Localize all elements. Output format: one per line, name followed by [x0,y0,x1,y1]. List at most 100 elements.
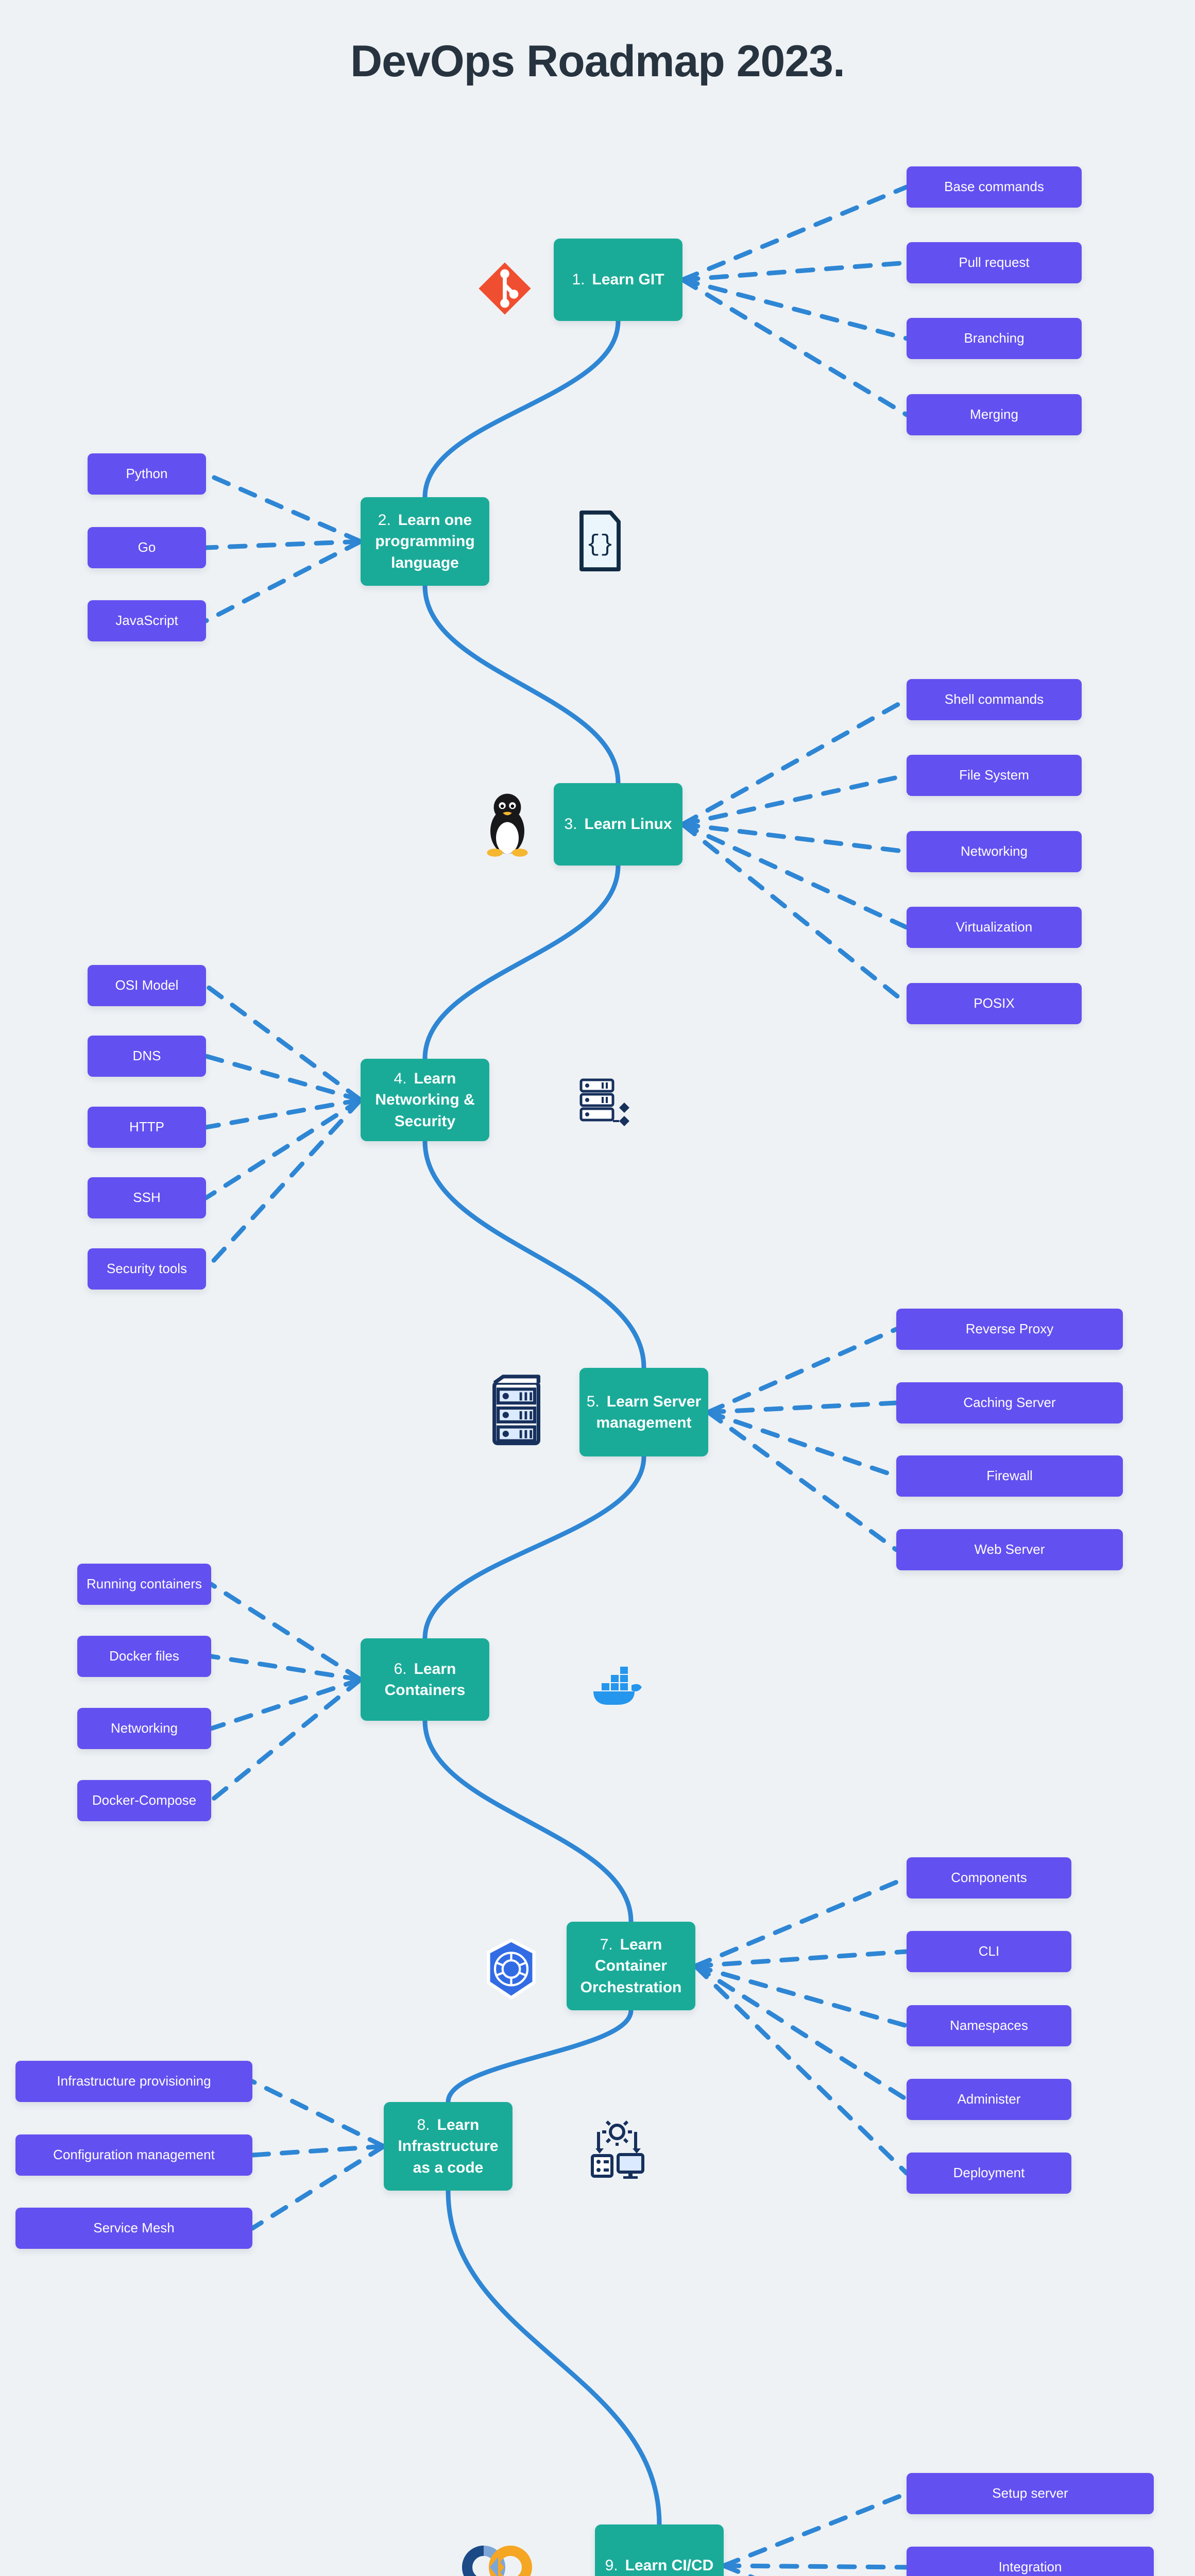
leaf-label: Deployment [953,2165,1025,2181]
leaf-node-3-5[interactable]: POSIX [907,983,1082,1024]
leaf-node-7-3[interactable]: Namespaces [907,2005,1071,2046]
docker-whale-icon [587,1654,644,1710]
leaf-node-5-1[interactable]: Reverse Proxy [896,1309,1123,1350]
step-number: 9. [605,2557,618,2574]
step-label: Learn Containers [384,1660,466,1699]
server-rack-icon [489,1374,546,1445]
leaf-node-4-4[interactable]: SSH [88,1177,206,1218]
leaf-node-3-1[interactable]: Shell commands [907,679,1082,720]
leaf-node-6-4[interactable]: Docker-Compose [77,1780,211,1821]
leaf-node-9-2[interactable]: Integration [907,2547,1154,2576]
leaf-node-8-1[interactable]: Infrastructure provisioning [15,2061,252,2102]
leaf-node-6-3[interactable]: Networking [77,1708,211,1749]
step-label: Learn Linux [584,816,672,833]
leaf-label: Pull request [959,255,1030,270]
step-number: 7. [600,1936,613,1953]
main-node-step-5[interactable]: 5.Learn Server management [579,1368,708,1456]
leaf-label: Go [138,539,156,555]
leaf-node-1-3[interactable]: Branching [907,318,1082,359]
leaf-node-7-1[interactable]: Components [907,1857,1071,1899]
step-number: 8. [417,2116,430,2133]
main-node-step-3[interactable]: 3. Learn Linux [554,783,682,866]
main-node-step-2[interactable]: 2.Learn one programming language [361,497,489,586]
leaf-label: JavaScript [115,613,178,629]
leaf-label: File System [959,767,1029,783]
code-braces-icon: {} [577,510,623,572]
leaf-label: Networking [960,843,1028,859]
leaf-label: Branching [964,330,1025,346]
step-label: Learn CI/CD [625,2557,714,2574]
leaf-node-3-3[interactable]: Networking [907,831,1082,872]
leaf-label: Running containers [86,1576,202,1592]
devops-infinity-icon [461,2537,533,2576]
step-number: 2. [378,511,391,529]
leaf-node-8-3[interactable]: Service Mesh [15,2208,252,2249]
leaf-node-3-4[interactable]: Virtualization [907,907,1082,948]
leaf-label: Docker files [109,1648,179,1664]
leaf-label: Docker-Compose [92,1792,197,1808]
leaf-node-1-2[interactable]: Pull request [907,242,1082,283]
leaf-label: Networking [110,1720,178,1736]
leaf-node-6-1[interactable]: Running containers [77,1564,211,1605]
main-node-step-7[interactable]: 7.Learn Container Orchestration [567,1922,695,2010]
leaf-node-4-2[interactable]: DNS [88,1036,206,1077]
leaf-node-8-2[interactable]: Configuration management [15,2134,252,2176]
leaf-label: DNS [132,1048,161,1064]
leaf-label: Web Server [974,1541,1045,1557]
svg-text:{}: {} [586,532,614,558]
leaf-label: Components [951,1870,1027,1886]
linux-penguin-icon [479,793,536,857]
leaf-node-5-4[interactable]: Web Server [896,1529,1123,1570]
leaf-label: POSIX [974,995,1015,1011]
leaf-label: Shell commands [944,691,1044,707]
leaf-label: Security tools [106,1261,187,1277]
leaf-node-6-2[interactable]: Docker files [77,1636,211,1677]
leaf-node-7-4[interactable]: Administer [907,2079,1071,2120]
step-label: Learn Infrastructure as a code [398,2116,499,2176]
leaf-label: OSI Model [115,977,179,993]
leaf-label: Firewall [986,1468,1033,1484]
leaf-node-1-4[interactable]: Merging [907,394,1082,435]
leaf-node-4-1[interactable]: OSI Model [88,965,206,1006]
leaf-label: Virtualization [955,919,1033,935]
kubernetes-helm-icon [484,1938,538,2000]
leaf-label: Service Mesh [93,2220,175,2236]
step-number: 4. [394,1070,407,1087]
step-number: 6. [394,1660,407,1677]
leaf-label: Base commands [944,179,1044,195]
leaf-node-4-5[interactable]: Security tools [88,1248,206,1290]
leaf-node-5-2[interactable]: Caching Server [896,1382,1123,1423]
step-label: Learn Networking & Security [375,1070,475,1130]
leaf-node-4-3[interactable]: HTTP [88,1107,206,1148]
leaf-node-1-1[interactable]: Base commands [907,166,1082,208]
leaf-label: Configuration management [53,2147,215,2163]
git-logo-icon [476,260,533,317]
leaf-node-2-1[interactable]: Python [88,453,206,495]
infrastructure-gear-icon [587,2117,646,2179]
leaf-node-2-2[interactable]: Go [88,527,206,568]
leaf-node-9-1[interactable]: Setup server [907,2473,1154,2514]
main-node-step-6[interactable]: 6.Learn Containers [361,1638,489,1721]
leaf-label: Merging [970,406,1018,422]
page-title: DevOps Roadmap 2023. [350,37,845,86]
leaf-node-7-2[interactable]: CLI [907,1931,1071,1972]
leaf-label: Infrastructure provisioning [57,2073,211,2089]
leaf-node-3-2[interactable]: File System [907,755,1082,796]
step-number: 1. [572,271,585,289]
leaf-label: HTTP [129,1119,164,1135]
leaf-node-2-3[interactable]: JavaScript [88,600,206,641]
leaf-label: Integration [998,2559,1062,2575]
leaf-label: CLI [978,1943,1000,1959]
main-node-step-9[interactable]: 9. Learn CI/CD [595,2524,724,2576]
step-label: Learn one programming language [375,511,475,571]
main-node-step-1[interactable]: 1.Learn GIT [554,239,682,321]
step-number: 3. [564,816,577,833]
main-node-step-4[interactable]: 4.Learn Networking & Security [361,1059,489,1141]
leaf-node-5-3[interactable]: Firewall [896,1455,1123,1497]
network-server-icon [577,1077,634,1128]
leaf-label: Namespaces [950,2018,1028,2033]
leaf-node-7-5[interactable]: Deployment [907,2153,1071,2194]
main-node-step-8[interactable]: 8.Learn Infrastructure as a code [384,2102,513,2191]
leaf-label: Administer [957,2091,1021,2107]
